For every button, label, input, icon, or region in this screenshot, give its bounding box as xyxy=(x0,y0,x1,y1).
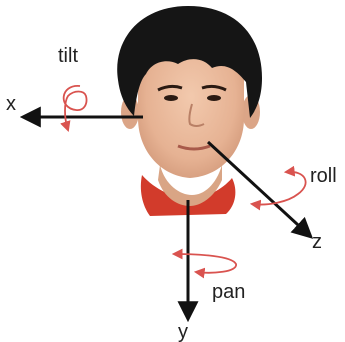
z-label: z xyxy=(312,231,322,253)
roll-rotation-arrow xyxy=(249,165,307,211)
y-label: y xyxy=(178,321,188,342)
face-photo xyxy=(117,6,263,216)
right-eyebrow xyxy=(201,84,227,92)
x-label: x xyxy=(6,93,16,115)
roll-label: roll xyxy=(310,165,337,187)
left-eye xyxy=(164,95,178,101)
left-eyebrow xyxy=(157,84,183,92)
pan-rotation-arrow xyxy=(171,248,237,279)
tilt-label: tilt xyxy=(58,45,78,67)
hair xyxy=(117,6,263,118)
neck xyxy=(158,165,222,206)
mouth xyxy=(177,144,211,151)
tilt-rotation-arrow xyxy=(60,85,88,133)
nose xyxy=(188,103,205,127)
shirt xyxy=(140,175,236,216)
pan-label: pan xyxy=(212,281,245,303)
right-eye xyxy=(207,95,221,101)
